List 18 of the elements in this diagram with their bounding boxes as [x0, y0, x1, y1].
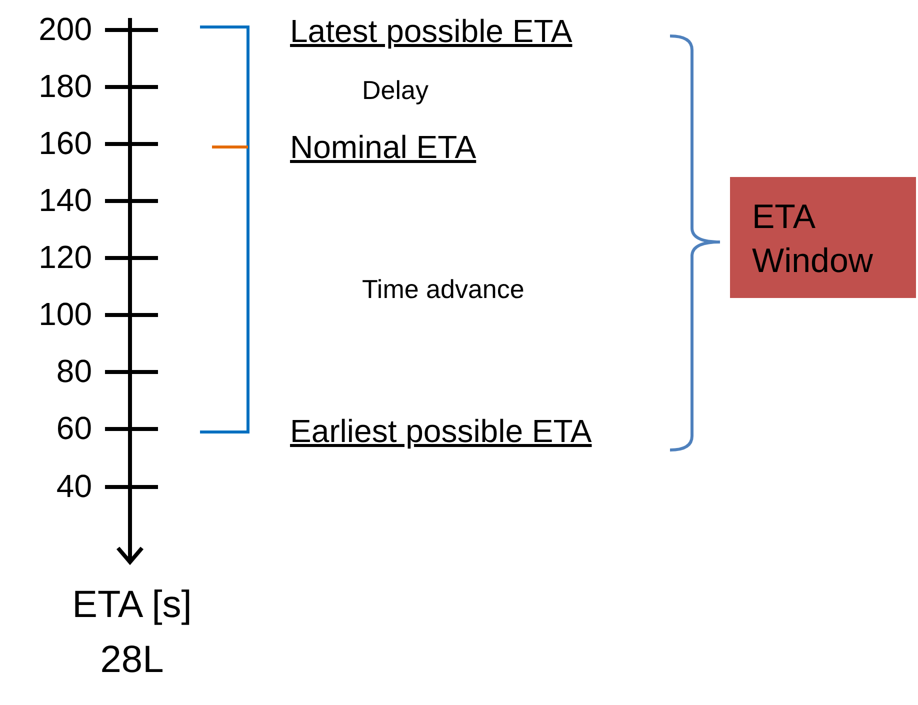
- axis-tick-label: 60: [55, 411, 92, 446]
- eta-window-box: [730, 177, 916, 298]
- axis-title: ETA [s]: [71, 585, 193, 627]
- box-label: ETA Window: [752, 197, 874, 282]
- axis-tick-label: 80: [55, 354, 92, 390]
- axis-title: 28L: [99, 640, 165, 682]
- eta-label: Nominal ETA: [290, 130, 476, 166]
- eta-label: Latest possible ETA: [290, 14, 572, 50]
- eta-label: Earliest possible ETA: [290, 414, 592, 450]
- axis-tick-label: 100: [38, 297, 92, 332]
- annotation: Time advance: [362, 275, 524, 304]
- axis-tick-label: 160: [38, 126, 92, 162]
- axis-tick-label: 140: [38, 183, 92, 218]
- axis-tick-label: 180: [38, 69, 92, 104]
- annotation: Delay: [362, 76, 428, 105]
- axis-tick-label: 200: [38, 12, 92, 48]
- axis-tick-label: 120: [38, 240, 92, 276]
- axis-tick-label: 40: [55, 469, 92, 504]
